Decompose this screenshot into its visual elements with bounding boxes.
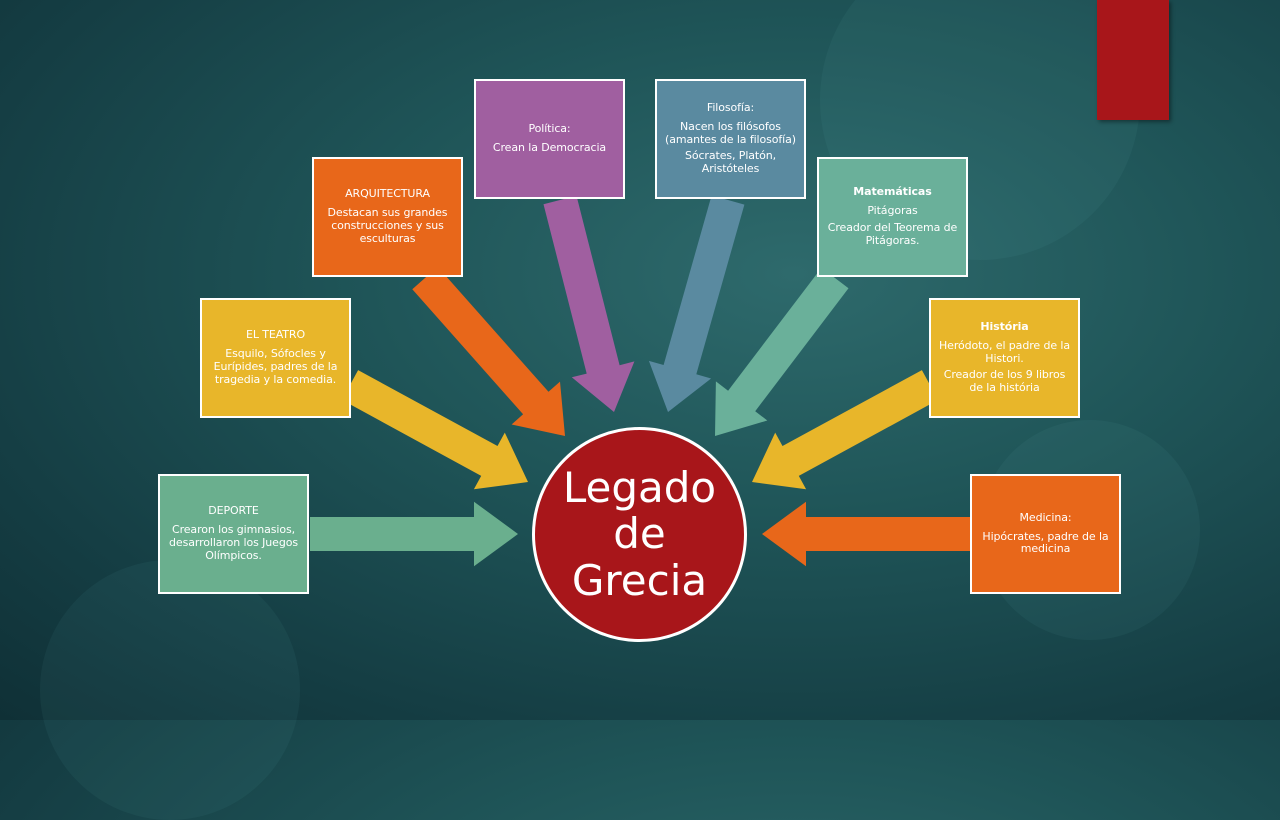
box-text: Creador de los 9 libros de la história bbox=[943, 368, 1066, 395]
arrows-layer bbox=[310, 195, 970, 567]
arrow-matematicas bbox=[715, 267, 849, 436]
box-title: EL TEATRO bbox=[245, 328, 306, 342]
center-title-line: Legado bbox=[562, 463, 717, 513]
box-text: Destacan sus grandes construcciones y su… bbox=[327, 206, 448, 245]
box-title: História bbox=[980, 319, 1029, 333]
box-politica: Política: Crean la Democracia bbox=[474, 79, 625, 199]
box-title: Medicina: bbox=[1019, 510, 1072, 524]
box-arquitectura: ARQUITECTURA Destacan sus grandes constr… bbox=[312, 157, 463, 277]
box-filosofia: Filosofía: Nacen los filósofos (amantes … bbox=[655, 79, 806, 199]
box-teatro: EL TEATRO Esquilo, Sófocles y Eurípides,… bbox=[200, 298, 351, 418]
box-deporte: DEPORTE Crearon los gimnasios, desarroll… bbox=[158, 474, 309, 594]
arrow-arquitectura bbox=[412, 266, 565, 436]
center-circle: Legado de Grecia bbox=[532, 427, 747, 642]
box-text: Creador del Teorema de Pitágoras. bbox=[827, 221, 958, 247]
box-text: Nacen los filósofos (amantes de la filos… bbox=[665, 119, 796, 146]
box-title: Filosofía: bbox=[706, 100, 755, 114]
corner-accent-tab bbox=[1097, 0, 1169, 120]
box-text: Esquilo, Sófocles y Eurípides, padres de… bbox=[213, 347, 338, 386]
center-title-line: de bbox=[613, 509, 666, 559]
box-text: Crearon los gimnasios, desarrollaron los… bbox=[169, 523, 298, 562]
box-text: Hipócrates, padre de la medicina bbox=[982, 529, 1109, 556]
box-medicina: Medicina: Hipócrates, padre de la medici… bbox=[970, 474, 1121, 594]
center-title-line: Grecia bbox=[571, 555, 708, 605]
arrow-filosofia bbox=[648, 195, 745, 412]
box-text: Heródoto, el padre de la Histori. bbox=[938, 338, 1070, 365]
box-matematicas: Matemáticas Pitágoras Creador del Teorem… bbox=[817, 157, 968, 277]
arrow-historia bbox=[752, 370, 939, 490]
box-text: Pitágoras bbox=[867, 204, 918, 218]
box-title: ARQUITECTURA bbox=[345, 187, 430, 201]
box-historia: História Heródoto, el padre de la Histor… bbox=[929, 298, 1080, 418]
arrow-teatro bbox=[341, 370, 528, 490]
box-title: Política: bbox=[528, 122, 571, 136]
arrow-medicina bbox=[762, 501, 970, 567]
arrow-politica bbox=[543, 195, 635, 412]
box-text: Crean la Democracia bbox=[492, 141, 607, 154]
box-text: Sócrates, Platón, Aristóteles bbox=[684, 149, 777, 176]
box-title: Matemáticas bbox=[853, 185, 932, 199]
box-title: DEPORTE bbox=[208, 504, 259, 518]
arrow-deporte bbox=[310, 501, 518, 567]
